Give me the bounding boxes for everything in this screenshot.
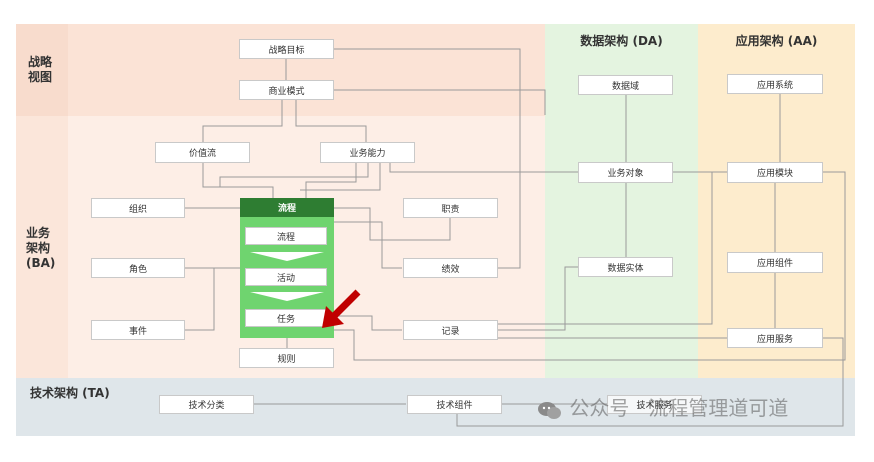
process-panel: 流程 流程 活动 任务 (240, 198, 334, 338)
app-service-box[interactable]: 应用服务 (727, 328, 823, 348)
process-item-activity[interactable]: 活动 (245, 268, 327, 286)
organization-box[interactable]: 组织 (91, 198, 185, 218)
data-arch-title: 数据架构 (DA) (580, 34, 663, 48)
tech-category-box[interactable]: 技术分类 (159, 395, 254, 414)
business-model-box[interactable]: 商业模式 (239, 80, 334, 100)
strategy-label: 战略 视图 (28, 55, 53, 84)
data-domain-box[interactable]: 数据域 (578, 75, 673, 95)
strategy-label-cell (16, 24, 68, 116)
value-stream-box[interactable]: 价值流 (155, 142, 250, 163)
process-item-process[interactable]: 流程 (245, 227, 327, 245)
tech-service-box[interactable]: 技术服务 (607, 395, 702, 414)
process-header: 流程 (240, 198, 334, 217)
performance-box[interactable]: 绩效 (403, 258, 498, 278)
chevron-down-icon (250, 252, 324, 261)
business-capability-box[interactable]: 业务能力 (320, 142, 415, 163)
app-module-box[interactable]: 应用模块 (727, 162, 823, 183)
wechat-icon (537, 400, 563, 420)
business-label-cell (16, 116, 68, 378)
business-object-box[interactable]: 业务对象 (578, 162, 673, 183)
data-entity-box[interactable]: 数据实体 (578, 257, 673, 277)
app-arch-title: 应用架构 (AA) (735, 34, 818, 48)
red-arrow-icon (322, 289, 361, 328)
app-system-box[interactable]: 应用系统 (727, 74, 823, 94)
role-box[interactable]: 角色 (91, 258, 185, 278)
chevron-down-icon (250, 292, 324, 301)
strategic-goal-box[interactable]: 战略目标 (239, 39, 334, 59)
duty-box[interactable]: 职责 (403, 198, 498, 218)
app-component-box[interactable]: 应用组件 (727, 252, 823, 273)
rule-box[interactable]: 规则 (239, 348, 334, 368)
watermark-text: 公众号 · 流程管理道可道 (569, 396, 789, 420)
watermark: 公众号 · 流程管理道可道 (537, 392, 788, 421)
tech-component-box[interactable]: 技术组件 (407, 395, 502, 414)
record-box[interactable]: 记录 (403, 320, 498, 340)
event-box[interactable]: 事件 (91, 320, 185, 340)
business-label: 业务 架构 (BA) (26, 226, 56, 270)
tech-label: 技术架构 (TA) (30, 386, 110, 400)
process-item-task[interactable]: 任务 (245, 309, 327, 327)
